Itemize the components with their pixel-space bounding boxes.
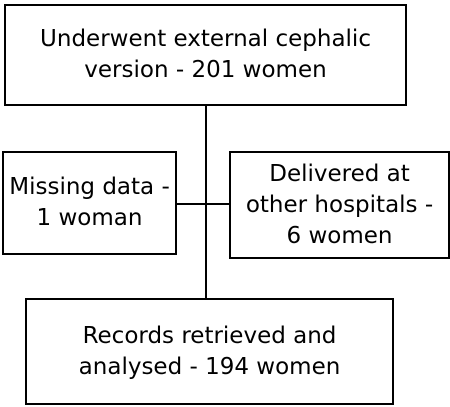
exclusion-connector: [177, 203, 229, 205]
analysed-line-1: Records retrieved and: [82, 322, 337, 349]
analysed-box: Records retrieved and analysed - 194 wom…: [25, 298, 394, 405]
missing-data-line-1: Missing data -: [9, 174, 170, 200]
main-flow-connector: [205, 106, 207, 298]
other-hospitals-box: Delivered at other hospitals - 6 women: [229, 151, 450, 259]
enrolled-line-1: Underwent external cephalic: [40, 26, 371, 52]
missing-data-box: Missing data - 1 woman: [2, 151, 177, 255]
enrolled-line-2: version - 201 women: [84, 57, 327, 83]
missing-data-line-2: 1 woman: [36, 205, 143, 231]
other-hospitals-line-1: Delivered at: [269, 160, 410, 187]
other-hospitals-line-2: other hospitals -: [245, 191, 434, 218]
enrolled-box: Underwent external cephalic version - 20…: [4, 4, 407, 106]
analysed-line-2: analysed - 194 women: [78, 353, 341, 380]
other-hospitals-line-3: 6 women: [286, 222, 393, 249]
